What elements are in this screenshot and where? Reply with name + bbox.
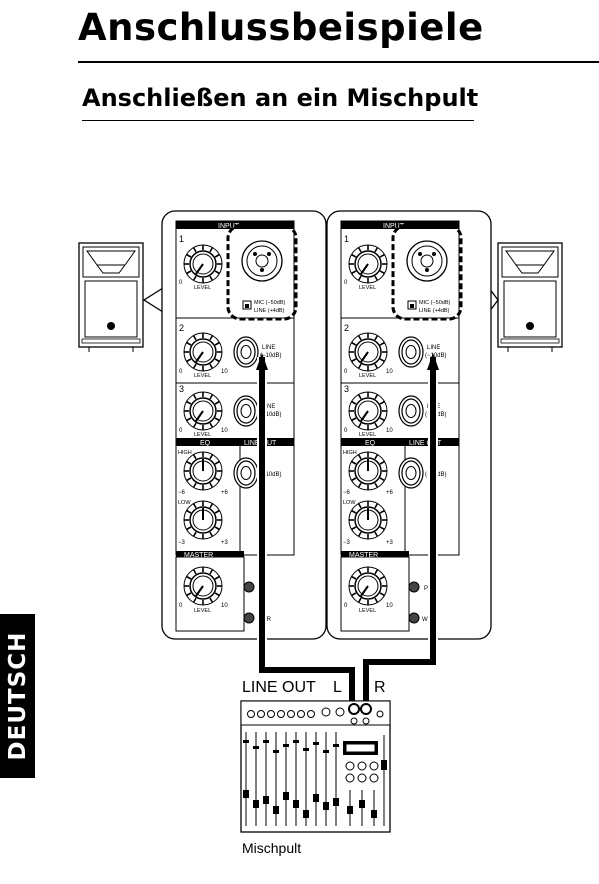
ch3-number: 3 — [344, 384, 349, 394]
master-header: MASTER — [349, 552, 378, 559]
language-tab: DEUTSCH — [0, 614, 35, 778]
xlr-combo-jack — [241, 240, 283, 282]
ch2-line-label: LINE — [427, 345, 440, 351]
line-out-jack — [233, 457, 259, 489]
eq-plus6: +6 — [386, 490, 394, 496]
ch3-ten: 10 — [221, 428, 228, 434]
master-ten: 10 — [386, 603, 393, 609]
line-out-jack — [398, 457, 424, 489]
master-level-label: LEVEL — [194, 608, 211, 614]
eq-low-label: LOW — [178, 500, 191, 506]
ch2-level-label: LEVEL — [359, 373, 376, 379]
mixer — [240, 700, 391, 833]
ch2-number: 2 — [179, 323, 184, 333]
right-channel-label: R — [374, 679, 386, 696]
ch1-number: 1 — [179, 234, 184, 244]
master-level-label: LEVEL — [359, 608, 376, 614]
eq-plus3: +3 — [221, 540, 229, 546]
ch1-level-label: LEVEL — [194, 285, 211, 291]
ch3-line-label: LINE — [262, 404, 275, 410]
line-level-label: LINE (+4dB) — [419, 308, 450, 314]
section-title: Anschließen an ein Mischpult — [82, 84, 479, 112]
right-speaker — [497, 242, 563, 353]
input-header: INPUT — [383, 223, 405, 230]
line-out-label: LINE OUT — [242, 679, 316, 696]
ch3-line-jack — [233, 395, 259, 427]
master-zero: 0 — [344, 603, 348, 609]
mic-level-label: MIC (−50dB) — [419, 300, 450, 306]
lineout-header: LINE OUT — [409, 440, 442, 447]
eq-high-label: HIGH — [178, 450, 192, 456]
eq-high-label: HIGH — [343, 450, 357, 456]
ch2-line-label: LINE — [262, 345, 275, 351]
ch2-line-level: (−10dB) — [260, 353, 282, 359]
left-speaker — [78, 242, 144, 353]
ch3-level-label: LEVEL — [194, 432, 211, 438]
title-rule — [78, 61, 599, 63]
eq-plus6: +6 — [221, 490, 229, 496]
ch2-number: 2 — [344, 323, 349, 333]
eq-minus3: −3 — [343, 540, 351, 546]
master-ten: 10 — [221, 603, 228, 609]
eq-header: EQ — [365, 440, 376, 447]
ch2-level-label: LEVEL — [194, 373, 211, 379]
ch2-zero: 0 — [344, 369, 348, 375]
ch2-zero: 0 — [179, 369, 183, 375]
ch2-line-level: (−10dB) — [425, 353, 447, 359]
master-header: MASTER — [184, 552, 213, 559]
input-header: INPUT — [218, 223, 240, 230]
eq-minus3: −3 — [178, 540, 186, 546]
right-speaker-panel: INPUT 1 0 LEVEL MIC (−50dB) LINE (+4dB) … — [326, 210, 492, 640]
ch1-zero: 0 — [344, 280, 348, 286]
eq-low-label: LOW — [343, 500, 356, 506]
eq-minus6: −6 — [178, 490, 186, 496]
xlr-combo-jack — [406, 240, 448, 282]
xlr-highlight — [391, 224, 463, 321]
ch3-number: 3 — [179, 384, 184, 394]
ch1-number: 1 — [344, 234, 349, 244]
master-zero: 0 — [179, 603, 183, 609]
eq-plus3: +3 — [386, 540, 394, 546]
xlr-highlight — [226, 224, 298, 321]
mic-level-label: MIC (−50dB) — [254, 300, 285, 306]
ch3-line-level: (−10dB) — [260, 412, 282, 418]
ch3-line-jack — [398, 395, 424, 427]
section-rule — [82, 120, 474, 121]
ch3-zero: 0 — [344, 428, 348, 434]
cables — [256, 353, 439, 702]
ch2-line-jack — [398, 336, 424, 368]
left-channel-label: L — [333, 679, 342, 696]
ch2-ten: 10 — [386, 369, 393, 375]
ch2-line-jack — [233, 336, 259, 368]
lineout-level: (−10dB) — [260, 472, 282, 478]
ch1-zero: 0 — [179, 280, 183, 286]
line-level-label: LINE (+4dB) — [254, 308, 285, 314]
eq-minus6: −6 — [343, 490, 351, 496]
ch3-level-label: LEVEL — [359, 432, 376, 438]
mixer-caption: Mischpult — [242, 840, 302, 856]
ch3-ten: 10 — [386, 428, 393, 434]
ch1-level-label: LEVEL — [359, 285, 376, 291]
ch2-ten: 10 — [221, 369, 228, 375]
ch3-zero: 0 — [179, 428, 183, 434]
left-speaker-panel: INPUT 1 0 LEVEL MIC (−50dB) LINE (+4dB) … — [161, 210, 327, 640]
clip-label: P — [424, 586, 428, 592]
page-title: Anschlussbeispiele — [78, 6, 484, 49]
eq-header: EQ — [200, 440, 211, 447]
